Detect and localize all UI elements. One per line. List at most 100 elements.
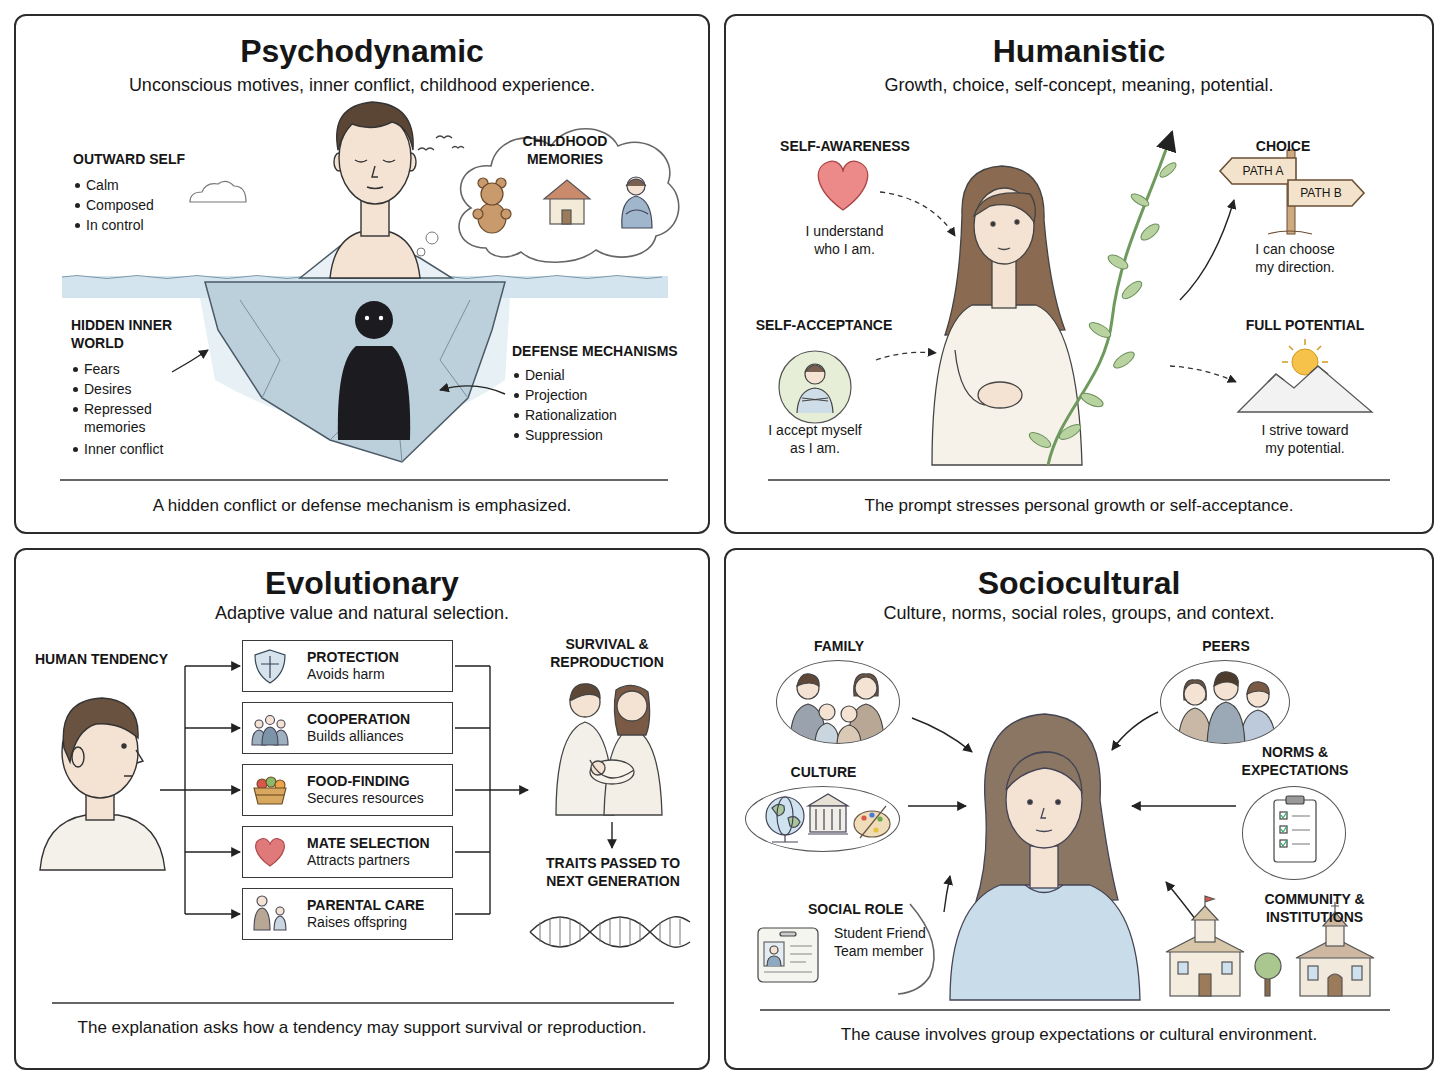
people-icon	[262, 727, 278, 745]
buildings	[1308, 966, 1318, 980]
people-icon	[255, 720, 263, 728]
girl	[950, 885, 1140, 1000]
clipboard	[1274, 796, 1316, 862]
bullet-item: Denial	[512, 366, 565, 384]
girl	[932, 166, 1082, 465]
box-heading: PROTECTION	[307, 649, 399, 666]
sign-label: PATH B	[1290, 185, 1352, 201]
section-label: HUMAN TENDENCY	[35, 650, 168, 668]
family-figure	[614, 685, 649, 735]
panel-caption: The explanation asks how a tendency may …	[16, 1017, 708, 1038]
influence-oval: CULTURE	[745, 786, 900, 852]
section-label: COMMUNITY & INSTITUTIONS	[1247, 890, 1382, 926]
buildings	[1199, 974, 1211, 996]
bullet-item: Calm	[73, 176, 119, 194]
sign-shape-outline	[1288, 180, 1364, 206]
teddy-bear	[478, 203, 506, 233]
id-card	[764, 942, 784, 966]
girl	[1030, 846, 1058, 888]
family-group	[855, 677, 877, 699]
buildings	[1192, 906, 1218, 920]
merge-bracket	[455, 666, 490, 914]
house	[562, 210, 571, 224]
bullet-dot	[73, 367, 78, 372]
category-panel: EvolutionaryAdaptive value and natural s…	[14, 548, 710, 1070]
self-acceptance-icon	[805, 365, 825, 372]
signpost	[1268, 231, 1312, 234]
leader-arrow	[908, 712, 1236, 932]
description-text: I understand who I am.	[797, 222, 892, 258]
leader-arrow	[1112, 712, 1158, 750]
bullet-text: Inner conflict	[84, 440, 163, 458]
iceberg	[205, 226, 505, 462]
parent-child-icon	[274, 916, 286, 930]
id-card	[767, 956, 781, 966]
self-acceptance-icon	[797, 388, 833, 413]
profile-person	[72, 747, 84, 767]
bullet-text: Repressed memories	[84, 400, 169, 436]
girl	[1006, 752, 1082, 792]
culture-icons	[772, 835, 798, 842]
bullet-dot	[75, 223, 80, 228]
shield-icon	[255, 650, 285, 683]
buildings	[1178, 962, 1188, 974]
separator-line	[760, 1009, 1390, 1011]
section-label: TRAITS PASSED TO NEXT GENERATION	[533, 854, 693, 890]
panel-subtitle: Culture, norms, social roles, groups, an…	[726, 602, 1432, 624]
dashed-arrow	[1170, 366, 1236, 382]
leader-arrow	[912, 718, 972, 752]
sad-child	[626, 210, 648, 214]
family-group	[841, 706, 857, 722]
family-group	[819, 704, 835, 720]
peer-group	[1178, 708, 1212, 750]
leader-arrow	[1132, 805, 1236, 806]
panel-title: Psychodynamic	[16, 32, 708, 70]
section-label: SELF-ACCEPTANCE	[754, 316, 894, 334]
box-body: Builds alliances	[307, 728, 404, 745]
heart-icon	[818, 161, 867, 210]
panel-caption: The prompt stresses personal growth or s…	[726, 495, 1432, 516]
social-role-group: SOCIAL ROLEStudent Friend Team member	[752, 898, 942, 994]
family-group	[790, 674, 884, 745]
merge-bracket	[490, 789, 528, 790]
culture-icons	[877, 816, 882, 821]
bubble-label: CHILDHOOD MEMORIES	[505, 132, 625, 168]
buildings	[1255, 953, 1281, 979]
self-acceptance-icon	[802, 398, 828, 401]
heart-icon	[256, 839, 285, 866]
bird	[436, 136, 452, 138]
bird	[418, 136, 464, 150]
branch-arrow	[160, 666, 185, 914]
bird	[418, 148, 434, 150]
panel-caption: The cause involves group expectations or…	[726, 1024, 1432, 1045]
bullet-text: Rationalization	[525, 406, 617, 424]
influence-oval: NORMS & EXPECTATIONS	[1242, 786, 1346, 880]
bullet-text: In control	[86, 216, 144, 234]
mountains	[1268, 366, 1328, 382]
shadow-self	[379, 316, 383, 320]
panel-subtitle: Unconscious motives, inner conflict, chi…	[16, 74, 708, 96]
girl	[978, 382, 1022, 408]
panel-title: Humanistic	[726, 32, 1432, 70]
vine	[1048, 132, 1172, 465]
self-acceptance-icon	[779, 351, 851, 423]
leader-arrow	[908, 805, 966, 806]
bullet-text: Desires	[84, 380, 131, 398]
leader-arrow	[172, 350, 505, 394]
box-heading: MATE SELECTION	[307, 835, 430, 852]
dna-helix	[530, 917, 690, 948]
parent-child-icon	[254, 896, 286, 930]
girl	[975, 714, 1118, 905]
sign-label: PATH A	[1232, 163, 1294, 179]
culture-icons	[777, 797, 793, 835]
culture-icons	[808, 809, 848, 834]
box-body: Attracts partners	[307, 852, 410, 869]
parent-child-icon	[254, 908, 270, 930]
oval-label: FAMILY	[779, 637, 899, 655]
description-text: I can choose my direction.	[1245, 240, 1345, 276]
bullet-item: Composed	[73, 196, 154, 214]
oval-label: CULTURE	[764, 763, 884, 781]
leader-arrow	[172, 350, 208, 372]
bullet-dot	[73, 387, 78, 392]
buildings	[1300, 956, 1370, 996]
